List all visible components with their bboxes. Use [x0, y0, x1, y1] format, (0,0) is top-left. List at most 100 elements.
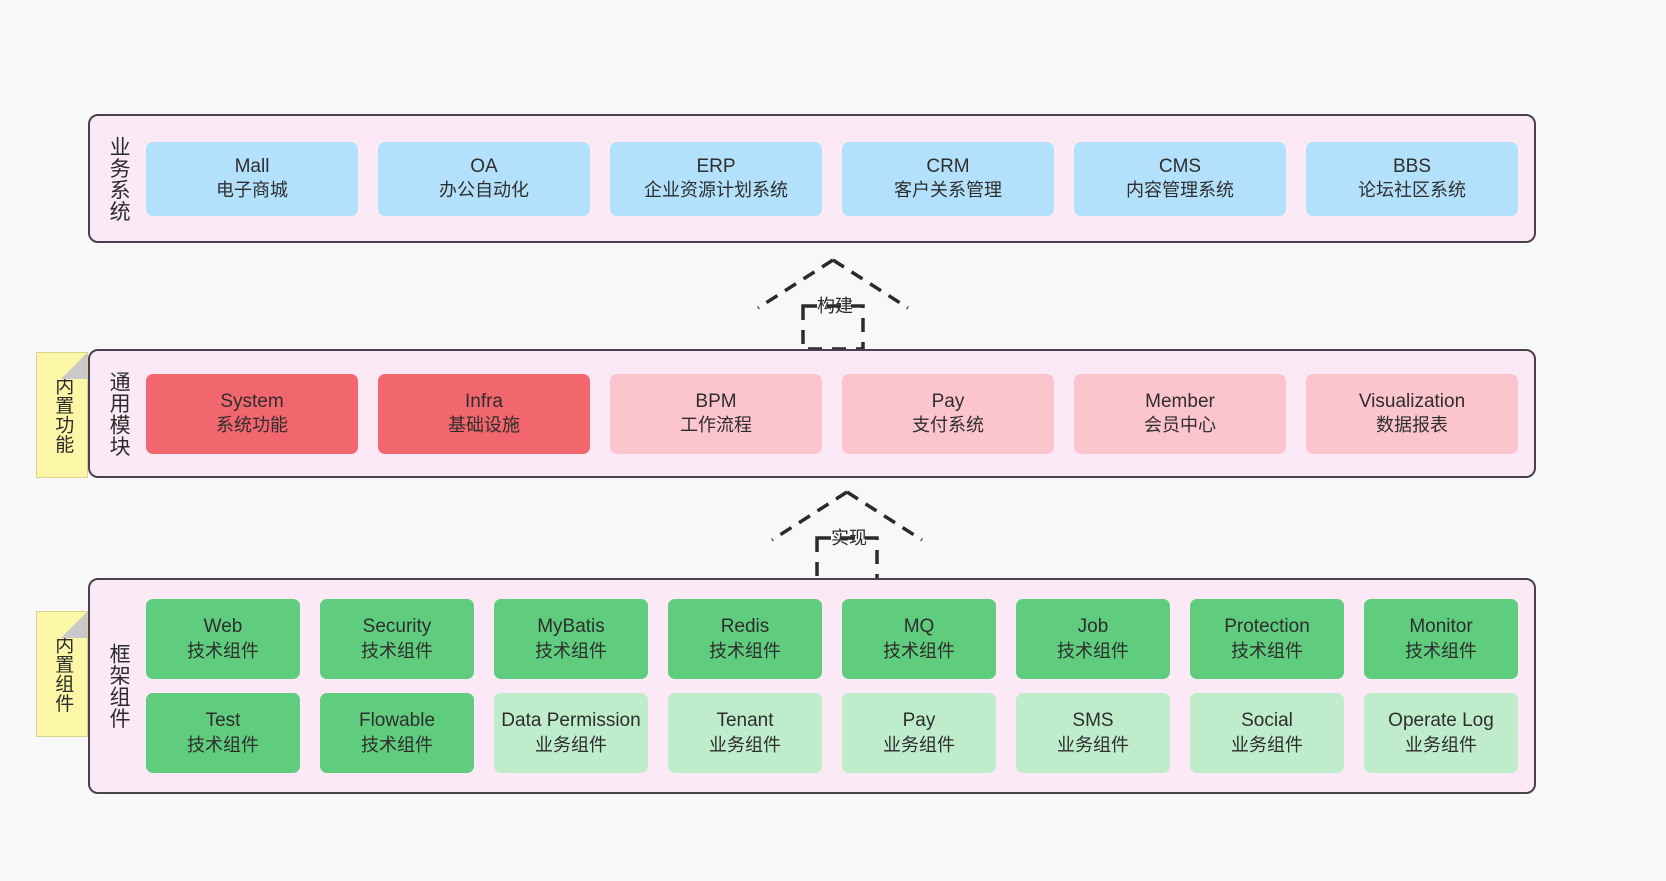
- connector-implement-label: 实现: [831, 528, 867, 548]
- card-subtitle: 基础设施: [448, 415, 520, 436]
- card-cms[interactable]: CMS 内容管理系统: [1074, 141, 1286, 216]
- card-title: Infra: [464, 390, 504, 412]
- card-row: Web 技术组件 Security 技术组件 MyBatis 技术组件 Redi…: [146, 599, 1518, 679]
- layer-common-modules: 通用模块 System 系统功能 Infra 基础设施 BPM 工作流程 Pay…: [88, 349, 1536, 478]
- connector-build-label: 构建: [817, 296, 853, 316]
- card-crm[interactable]: CRM 客户关系管理: [842, 141, 1054, 216]
- card-title: Operate Log: [1388, 710, 1494, 732]
- card-subtitle: 支付系统: [912, 415, 984, 436]
- card-social[interactable]: Social 业务组件: [1190, 693, 1344, 773]
- card-subtitle: 技术组件: [361, 640, 433, 661]
- card-pay-module[interactable]: Pay 支付系统: [842, 373, 1054, 454]
- card-title: Flowable: [358, 710, 436, 732]
- card-operate-log[interactable]: Operate Log 业务组件: [1364, 693, 1518, 773]
- card-title: MyBatis: [537, 616, 605, 638]
- card-oa[interactable]: OA 办公自动化: [378, 141, 590, 216]
- card-mall[interactable]: Mall 电子商城: [146, 141, 358, 216]
- card-row: Test 技术组件 Flowable 技术组件 Data Permission …: [146, 693, 1518, 773]
- card-subtitle: 技术组件: [709, 640, 781, 661]
- card-subtitle: 技术组件: [1405, 640, 1477, 661]
- card-title: Visualization: [1358, 390, 1466, 412]
- card-subtitle: 业务组件: [1405, 734, 1477, 755]
- card-subtitle: 会员中心: [1144, 415, 1216, 436]
- card-title: Protection: [1224, 616, 1310, 638]
- card-title: Redis: [720, 616, 770, 638]
- card-monitor[interactable]: Monitor 技术组件: [1364, 599, 1518, 679]
- card-title: Test: [205, 710, 241, 732]
- layer-body-common-modules: System 系统功能 Infra 基础设施 BPM 工作流程 Pay 支付系统…: [146, 351, 1534, 476]
- card-pay-component[interactable]: Pay 业务组件: [842, 693, 996, 773]
- card-title: Job: [1077, 616, 1109, 638]
- card-system[interactable]: System 系统功能: [146, 373, 358, 454]
- card-subtitle: 客户关系管理: [894, 180, 1002, 201]
- card-data-permission[interactable]: Data Permission 业务组件: [494, 693, 648, 773]
- card-tenant[interactable]: Tenant 业务组件: [668, 693, 822, 773]
- layer-framework-components: 框架组件 Web 技术组件 Security 技术组件 MyBatis 技术组件…: [88, 578, 1536, 794]
- card-title: Data Permission: [501, 710, 641, 732]
- card-subtitle: 技术组件: [883, 640, 955, 661]
- card-subtitle: 技术组件: [535, 640, 607, 661]
- layer-business-system: 业务系统 Mall 电子商城 OA 办公自动化 ERP 企业资源计划系统 CRM…: [88, 114, 1536, 243]
- card-title: Monitor: [1409, 616, 1473, 638]
- card-subtitle: 工作流程: [680, 415, 752, 436]
- card-subtitle: 企业资源计划系统: [644, 180, 788, 201]
- card-title: Security: [362, 616, 432, 638]
- layer-body-framework-components: Web 技术组件 Security 技术组件 MyBatis 技术组件 Redi…: [146, 580, 1534, 792]
- card-subtitle: 业务组件: [1231, 734, 1303, 755]
- layer-title-framework-components: 框架组件: [107, 643, 131, 729]
- card-subtitle: 业务组件: [709, 734, 781, 755]
- card-subtitle: 电子商城: [216, 180, 288, 201]
- card-sms[interactable]: SMS 业务组件: [1016, 693, 1170, 773]
- card-title: ERP: [696, 155, 736, 177]
- card-subtitle: 内容管理系统: [1126, 180, 1234, 201]
- card-infra[interactable]: Infra 基础设施: [378, 373, 590, 454]
- card-web[interactable]: Web 技术组件: [146, 599, 300, 679]
- card-erp[interactable]: ERP 企业资源计划系统: [610, 141, 822, 216]
- card-subtitle: 办公自动化: [439, 180, 529, 201]
- card-redis[interactable]: Redis 技术组件: [668, 599, 822, 679]
- card-bbs[interactable]: BBS 论坛社区系统: [1306, 141, 1518, 216]
- card-subtitle: 技术组件: [187, 734, 259, 755]
- card-title: Web: [203, 616, 243, 638]
- card-bpm[interactable]: BPM 工作流程: [610, 373, 822, 454]
- card-title: BPM: [695, 390, 737, 412]
- card-title: Pay: [931, 390, 965, 412]
- note-built-in-functions: 内置功能: [36, 352, 88, 478]
- card-title: Pay: [902, 710, 936, 732]
- layer-title-common-modules: 通用模块: [107, 370, 131, 457]
- card-subtitle: 系统功能: [216, 415, 288, 436]
- card-mybatis[interactable]: MyBatis 技术组件: [494, 599, 648, 679]
- card-title: Social: [1241, 710, 1293, 732]
- card-row: System 系统功能 Infra 基础设施 BPM 工作流程 Pay 支付系统…: [146, 373, 1518, 454]
- card-row: Mall 电子商城 OA 办公自动化 ERP 企业资源计划系统 CRM 客户关系…: [146, 141, 1518, 216]
- card-title: MQ: [903, 616, 935, 638]
- card-subtitle: 业务组件: [883, 734, 955, 755]
- card-subtitle: 技术组件: [1231, 640, 1303, 661]
- card-subtitle: 技术组件: [187, 640, 259, 661]
- card-subtitle: 论坛社区系统: [1358, 180, 1466, 201]
- card-title: Tenant: [716, 710, 774, 732]
- card-security[interactable]: Security 技术组件: [320, 599, 474, 679]
- card-title: SMS: [1072, 710, 1114, 732]
- layer-title-business-system: 业务系统: [107, 135, 131, 222]
- card-title: OA: [470, 155, 498, 177]
- card-visualization[interactable]: Visualization 数据报表: [1306, 373, 1518, 454]
- card-title: BBS: [1392, 155, 1432, 177]
- card-title: Mall: [234, 155, 270, 177]
- card-mq[interactable]: MQ 技术组件: [842, 599, 996, 679]
- layer-body-business-system: Mall 电子商城 OA 办公自动化 ERP 企业资源计划系统 CRM 客户关系…: [146, 116, 1534, 241]
- card-subtitle: 数据报表: [1376, 415, 1448, 436]
- card-subtitle: 业务组件: [1057, 734, 1129, 755]
- card-member[interactable]: Member 会员中心: [1074, 373, 1286, 454]
- card-title: Member: [1145, 390, 1215, 412]
- note-built-in-components: 内置组件: [36, 611, 88, 737]
- card-test[interactable]: Test 技术组件: [146, 693, 300, 773]
- card-title: CMS: [1158, 155, 1202, 177]
- card-job[interactable]: Job 技术组件: [1016, 599, 1170, 679]
- card-flowable[interactable]: Flowable 技术组件: [320, 693, 474, 773]
- card-subtitle: 技术组件: [361, 734, 433, 755]
- card-title: CRM: [926, 155, 970, 177]
- card-subtitle: 技术组件: [1057, 640, 1129, 661]
- card-protection[interactable]: Protection 技术组件: [1190, 599, 1344, 679]
